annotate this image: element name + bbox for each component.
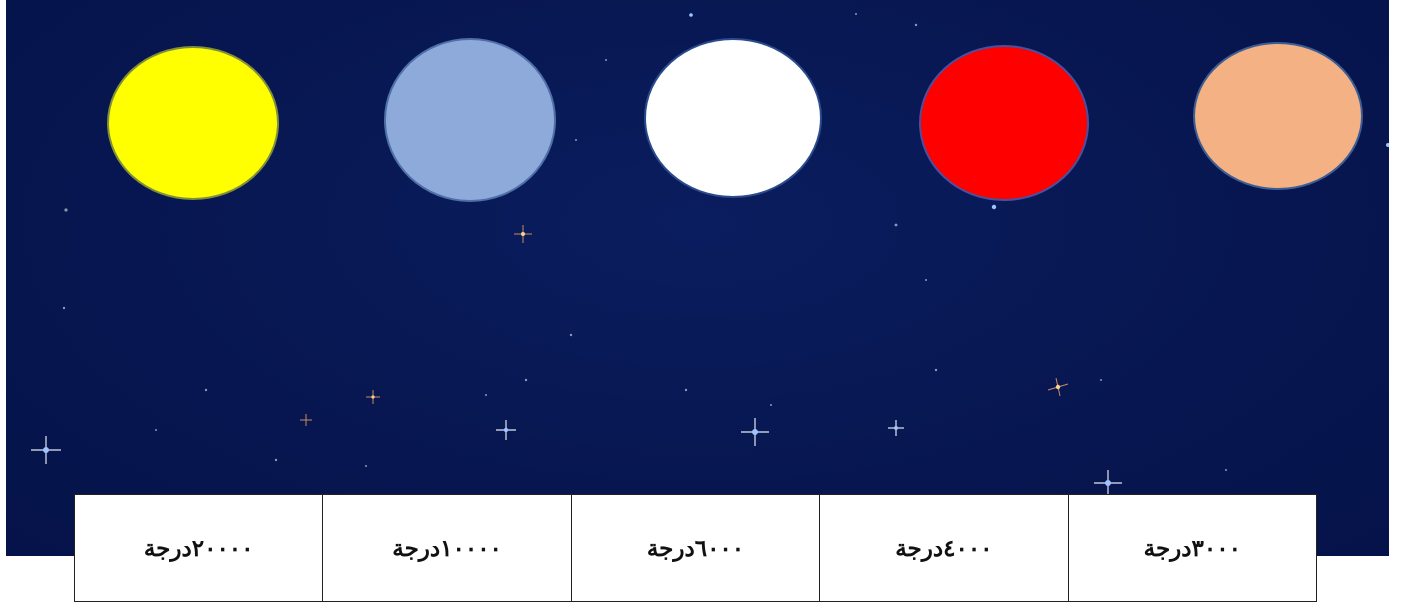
- temperature-table: ٢٠٠٠٠درجة ١٠٠٠٠درجة ٦٠٠٠درجة ٤٠٠٠درجة ٣٠…: [74, 494, 1317, 602]
- planet-red: [919, 45, 1089, 201]
- temperature-cell-4: ٤٠٠٠درجة: [820, 495, 1068, 602]
- temperature-cell-1: ٢٠٠٠٠درجة: [75, 495, 323, 602]
- planet-peach: [1193, 42, 1363, 190]
- temperature-row: ٢٠٠٠٠درجة ١٠٠٠٠درجة ٦٠٠٠درجة ٤٠٠٠درجة ٣٠…: [75, 495, 1317, 602]
- planet-white: [644, 38, 822, 198]
- temperature-cell-5: ٣٠٠٠درجة: [1068, 495, 1316, 602]
- temperature-cell-3: ٦٠٠٠درجة: [571, 495, 819, 602]
- planet-light-blue: [384, 38, 556, 202]
- planet-yellow: [107, 46, 279, 200]
- temperature-cell-2: ١٠٠٠٠درجة: [323, 495, 571, 602]
